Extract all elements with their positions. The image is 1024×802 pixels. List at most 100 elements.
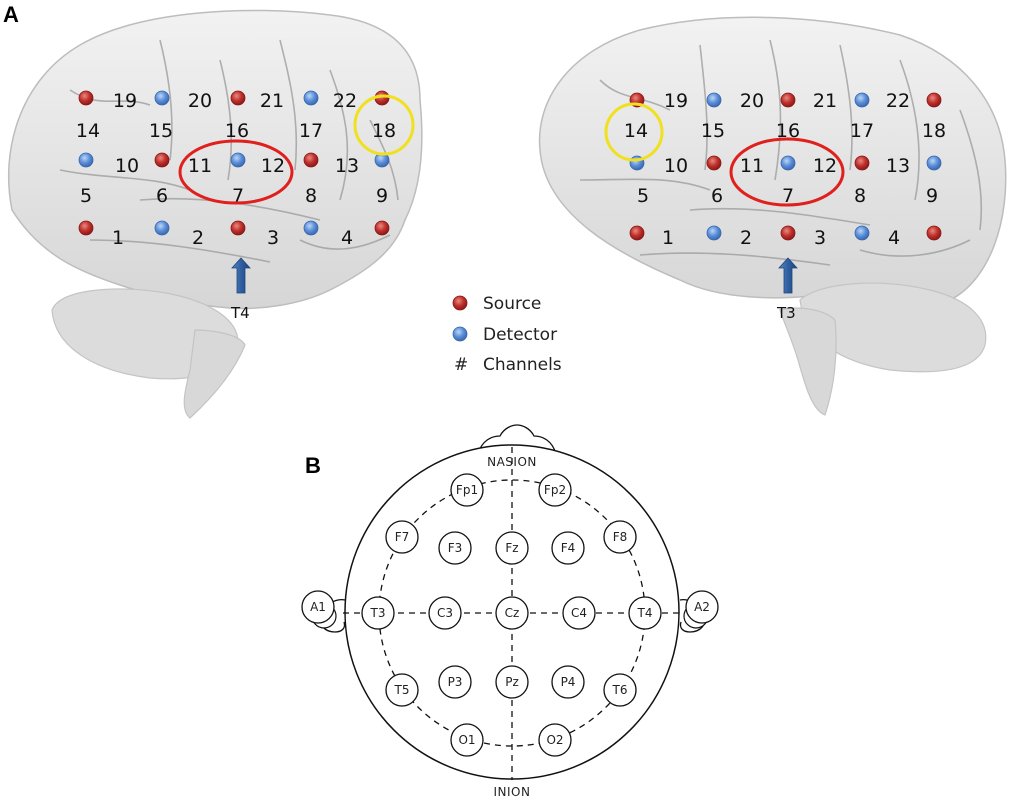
channel-label-19: 19: [113, 90, 137, 112]
detector-optode: [154, 90, 170, 106]
electrode-pz: Pz: [495, 665, 529, 699]
channel-label-14: 14: [76, 120, 100, 142]
panel-label-b: B: [305, 453, 321, 478]
highlight-circle-channel-14: [604, 102, 664, 162]
channel-label-1: 1: [112, 227, 124, 249]
detector-optode: [78, 152, 94, 168]
electrode-t6: T6: [603, 673, 637, 707]
electrode-label: O2: [546, 733, 563, 747]
channel-label-18: 18: [922, 120, 946, 142]
detector-optode: [780, 155, 796, 171]
optodes: [629, 92, 942, 241]
source-optode: [154, 152, 170, 168]
legend-label: Detector: [483, 325, 557, 345]
channel-label-1: 1: [662, 227, 674, 249]
channel-label-11: 11: [188, 155, 212, 177]
source-optode: [78, 220, 94, 236]
channel-label-17: 17: [850, 120, 874, 142]
electrode-label: C3: [437, 606, 453, 620]
brainstem-shape: [183, 329, 246, 419]
channel-label-16: 16: [776, 120, 800, 142]
electrode-circle: [628, 596, 662, 630]
electrode-label: F8: [613, 530, 628, 544]
channel-label-9: 9: [926, 185, 938, 207]
electrode-circle: [603, 520, 637, 554]
electrode-c3: C3: [428, 596, 462, 630]
channel-label-18: 18: [372, 120, 396, 142]
t3-arrow: T3: [776, 257, 798, 322]
detector-dot-icon: [452, 326, 468, 342]
electrode-label: Fz: [505, 541, 518, 555]
detector-optode: [854, 225, 870, 241]
source-optode: [854, 155, 870, 171]
electrode-circle: [538, 723, 572, 757]
electrode-f7: F7: [385, 520, 419, 554]
electrode-circle: [551, 531, 585, 565]
electrode-t5: T5: [385, 673, 419, 707]
source-optode: [230, 220, 246, 236]
channel-label-10: 10: [115, 155, 139, 177]
optodes: [78, 90, 390, 236]
electrode-circle: [361, 596, 395, 630]
source-optode: [78, 90, 94, 106]
electrode-a2: A2: [683, 590, 719, 629]
nasion-label: NASION: [487, 455, 537, 469]
electrode-label: F3: [448, 541, 463, 555]
detector-optode: [303, 220, 319, 236]
electrode-label: Fp1: [456, 483, 478, 497]
electrode-p3: P3: [438, 665, 472, 699]
channel-label-7: 7: [782, 185, 794, 207]
detector-optode: [154, 220, 170, 236]
detector-optode: [303, 90, 319, 106]
electrode-label: A1: [310, 600, 326, 614]
channel-label-20: 20: [740, 90, 764, 112]
electrode-label: Fp2: [544, 483, 566, 497]
electrode-label: Pz: [505, 675, 519, 689]
channel-label-6: 6: [156, 185, 168, 207]
brain-cerebrum-shape: [538, 16, 1007, 308]
electrode-t3: T3: [361, 596, 395, 630]
electrode-circle: [301, 590, 335, 624]
legend-item-source: Source: [452, 294, 541, 314]
channel-label-2: 2: [740, 227, 752, 249]
arrow-label-t3: T3: [776, 304, 796, 322]
detector-optode: [706, 92, 722, 108]
detector-optode: [230, 152, 246, 168]
electrode-label: O1: [458, 733, 475, 747]
brainstem-shape: [779, 307, 837, 416]
channel-label-12: 12: [261, 155, 285, 177]
detector-optode: [926, 155, 942, 171]
arrow-label-t4: T4: [230, 304, 250, 322]
source-optode: [780, 92, 796, 108]
channel-label-21: 21: [260, 90, 284, 112]
electrode-label: T3: [370, 606, 386, 620]
electrode-f3: F3: [438, 531, 472, 565]
t4-arrow: T4: [230, 257, 251, 322]
electrode-circle: [385, 673, 419, 707]
roi-ellipse: [729, 137, 845, 207]
channel-label-21: 21: [813, 90, 837, 112]
electrode-a1: A1: [301, 590, 337, 629]
hash-icon: #: [454, 355, 468, 375]
electrode-circle: [450, 723, 484, 757]
electrode-label: P3: [448, 675, 463, 689]
electrode-label: F4: [561, 541, 576, 555]
electrode-f8: F8: [603, 520, 637, 554]
channel-label-15: 15: [149, 120, 173, 142]
channel-label-9: 9: [376, 185, 388, 207]
electrode-label: T6: [612, 683, 628, 697]
legend-item-channels: # Channels: [454, 355, 562, 375]
legend-label: Channels: [483, 355, 562, 375]
electrode-circle: [385, 520, 419, 554]
inion-label: INION: [494, 785, 531, 799]
roi-ellipse: [178, 139, 294, 205]
electrode-circle: [450, 473, 484, 507]
channel-label-16: 16: [225, 120, 249, 142]
channel-label-12: 12: [813, 155, 837, 177]
electrode-c4: C4: [562, 596, 596, 630]
electrode-label: C4: [571, 606, 587, 620]
electrode-label: P4: [561, 675, 576, 689]
